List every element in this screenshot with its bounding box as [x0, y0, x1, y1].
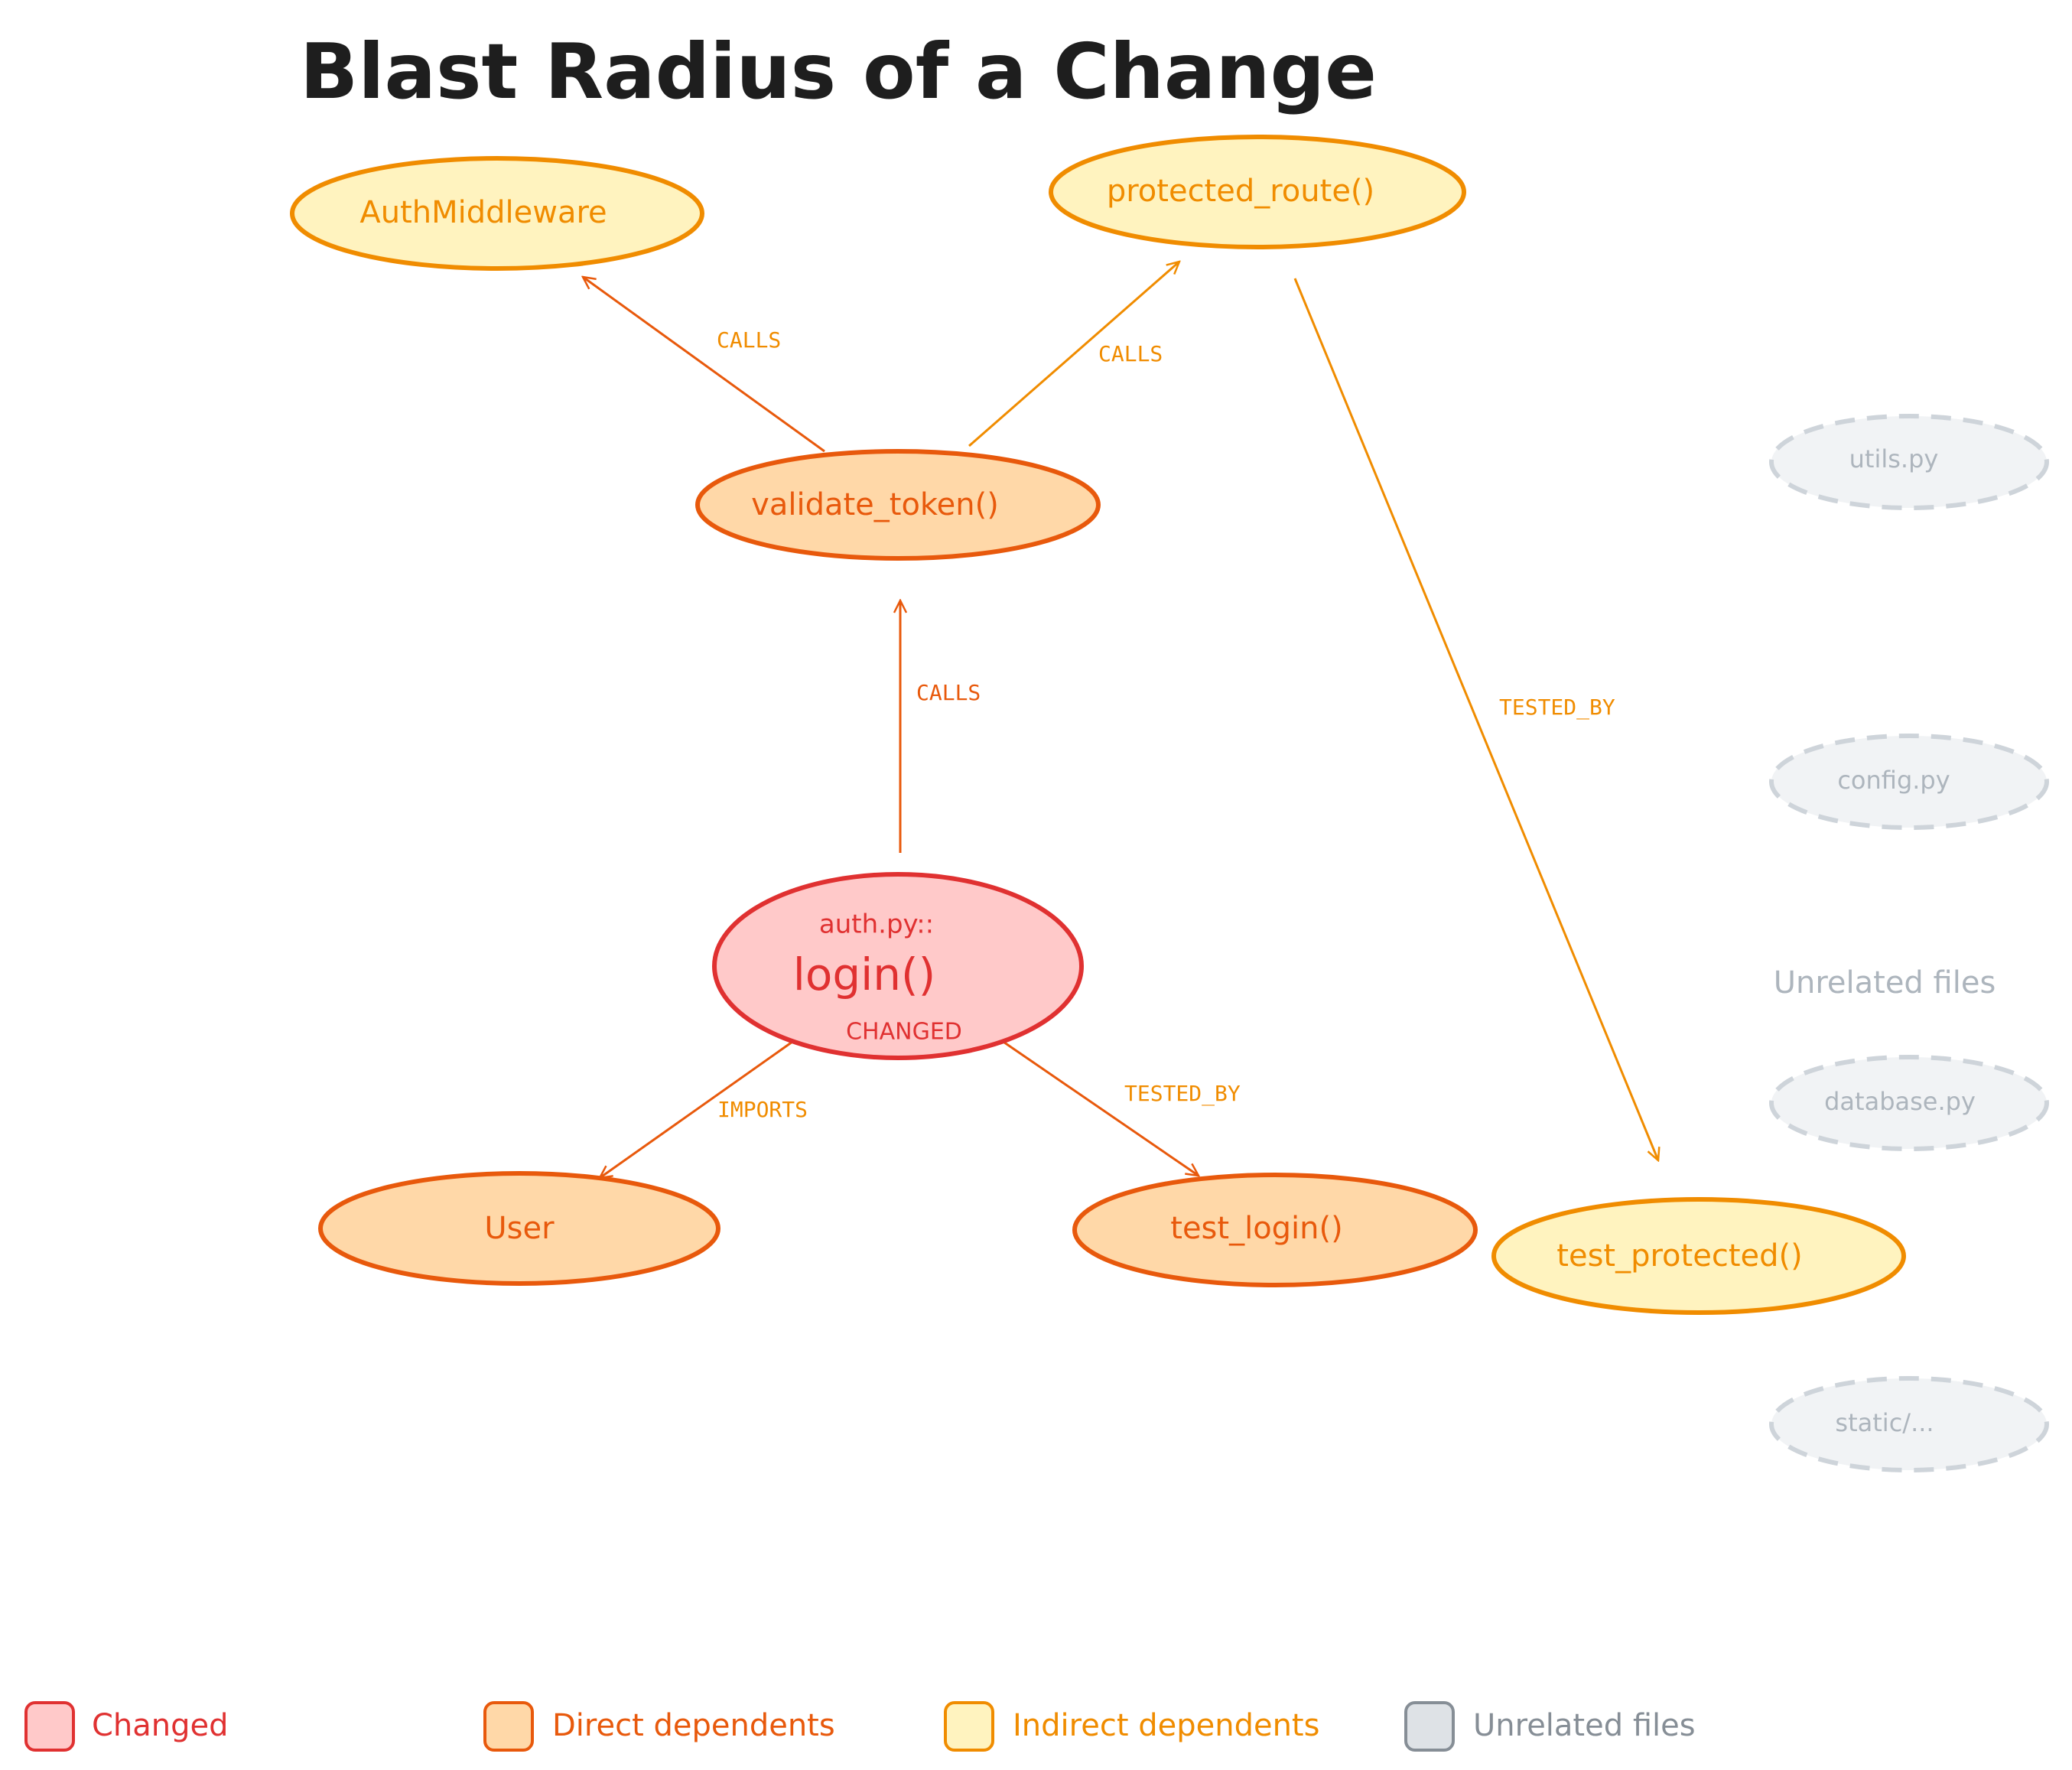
legend-swatch-unrelated [1404, 1701, 1455, 1752]
node-test-protected-shape [1491, 1197, 1906, 1315]
node-changed-login: auth.py:: login() CHANGED [712, 872, 1084, 1060]
edge-login-to-user [600, 1031, 806, 1178]
edge-label-login-validate: CALLS [916, 680, 981, 705]
node-test-login: test_login() [1072, 1173, 1478, 1287]
legend-swatch-indirect [944, 1701, 994, 1752]
legend: Changed Direct dependents Indirect depen… [24, 1701, 1696, 1752]
unrelated-file-shape [1769, 734, 2049, 830]
unrelated-file-item: utils.py [1769, 414, 2049, 510]
node-auth-middleware-label: AuthMiddleware [359, 195, 607, 230]
node-auth-middleware-shape [290, 156, 704, 271]
edge-login-to-test-login [996, 1036, 1199, 1176]
edge-validate-to-protected-route [968, 262, 1179, 447]
node-changed-shape [712, 872, 1084, 1060]
unrelated-files: utils.py config.py Unrelated files datab… [1769, 414, 2049, 1472]
legend-swatch-changed [24, 1701, 75, 1752]
legend-label-changed: Changed [92, 1708, 229, 1743]
legend-item-unrelated: Unrelated files [1404, 1701, 1696, 1752]
node-validate-token-label: validate_token() [751, 487, 999, 522]
legend-item-direct: Direct dependents [483, 1701, 835, 1752]
node-changed-status: CHANGED [846, 1019, 962, 1046]
diagram-title: Blast Radius of a Change [300, 27, 1377, 116]
edge-label-route-test: TESTED_BY [1499, 695, 1615, 721]
nodes: auth.py:: login() CHANGED validate_token… [290, 135, 1906, 1315]
legend-label-indirect: Indirect dependents [1013, 1708, 1319, 1743]
unrelated-file-shape [1769, 414, 2049, 510]
legend-swatch-direct [483, 1701, 534, 1752]
edge-label-login-user: IMPORTS [717, 1097, 808, 1122]
node-validate-token-shape [695, 449, 1101, 561]
node-changed-name: login() [793, 948, 936, 1001]
legend-label-direct: Direct dependents [552, 1708, 835, 1743]
node-protected-route-label: protected_route() [1107, 174, 1374, 209]
unrelated-file-item: database.py [1769, 1055, 2049, 1151]
unrelated-file-shape [1769, 1376, 2049, 1472]
node-protected-route-shape [1049, 135, 1466, 249]
unrelated-file-item: static/... [1769, 1376, 2049, 1472]
node-test-protected-label: test_protected() [1556, 1238, 1802, 1274]
unrelated-file-label: database.py [1824, 1087, 1976, 1116]
node-test-login-label: test_login() [1170, 1211, 1342, 1246]
edge-label-login-test: TESTED_BY [1124, 1081, 1241, 1107]
legend-item-indirect: Indirect dependents [944, 1701, 1319, 1752]
node-protected-route: protected_route() [1049, 135, 1466, 249]
node-test-protected: test_protected() [1491, 1197, 1906, 1315]
edge-label-validate-route: CALLS [1098, 341, 1163, 366]
unrelated-files-label: Unrelated files [1774, 965, 1996, 1001]
unrelated-file-shape [1769, 1055, 2049, 1151]
node-user: User [318, 1171, 720, 1286]
legend-item-changed: Changed [24, 1701, 229, 1752]
node-validate-token: validate_token() [695, 449, 1101, 561]
node-user-shape [318, 1171, 720, 1286]
edges: CALLS CALLS CALLS TESTED_BY IMPORTS TEST… [583, 262, 1658, 1178]
unrelated-file-label: utils.py [1849, 444, 1939, 473]
unrelated-file-item: config.py [1769, 734, 2049, 830]
node-auth-middleware: AuthMiddleware [290, 156, 704, 271]
unrelated-file-label: config.py [1837, 766, 1950, 795]
legend-label-unrelated: Unrelated files [1473, 1708, 1696, 1743]
edge-route-to-test-protected [1293, 278, 1658, 1160]
node-changed-prefix: auth.py:: [819, 909, 934, 940]
edge-validate-to-auth-middleware [583, 277, 825, 453]
node-test-login-shape [1072, 1173, 1478, 1287]
unrelated-file-label: static/... [1835, 1408, 1934, 1437]
edge-label-validate-auth: CALLS [717, 327, 781, 353]
node-user-label: User [484, 1211, 555, 1246]
